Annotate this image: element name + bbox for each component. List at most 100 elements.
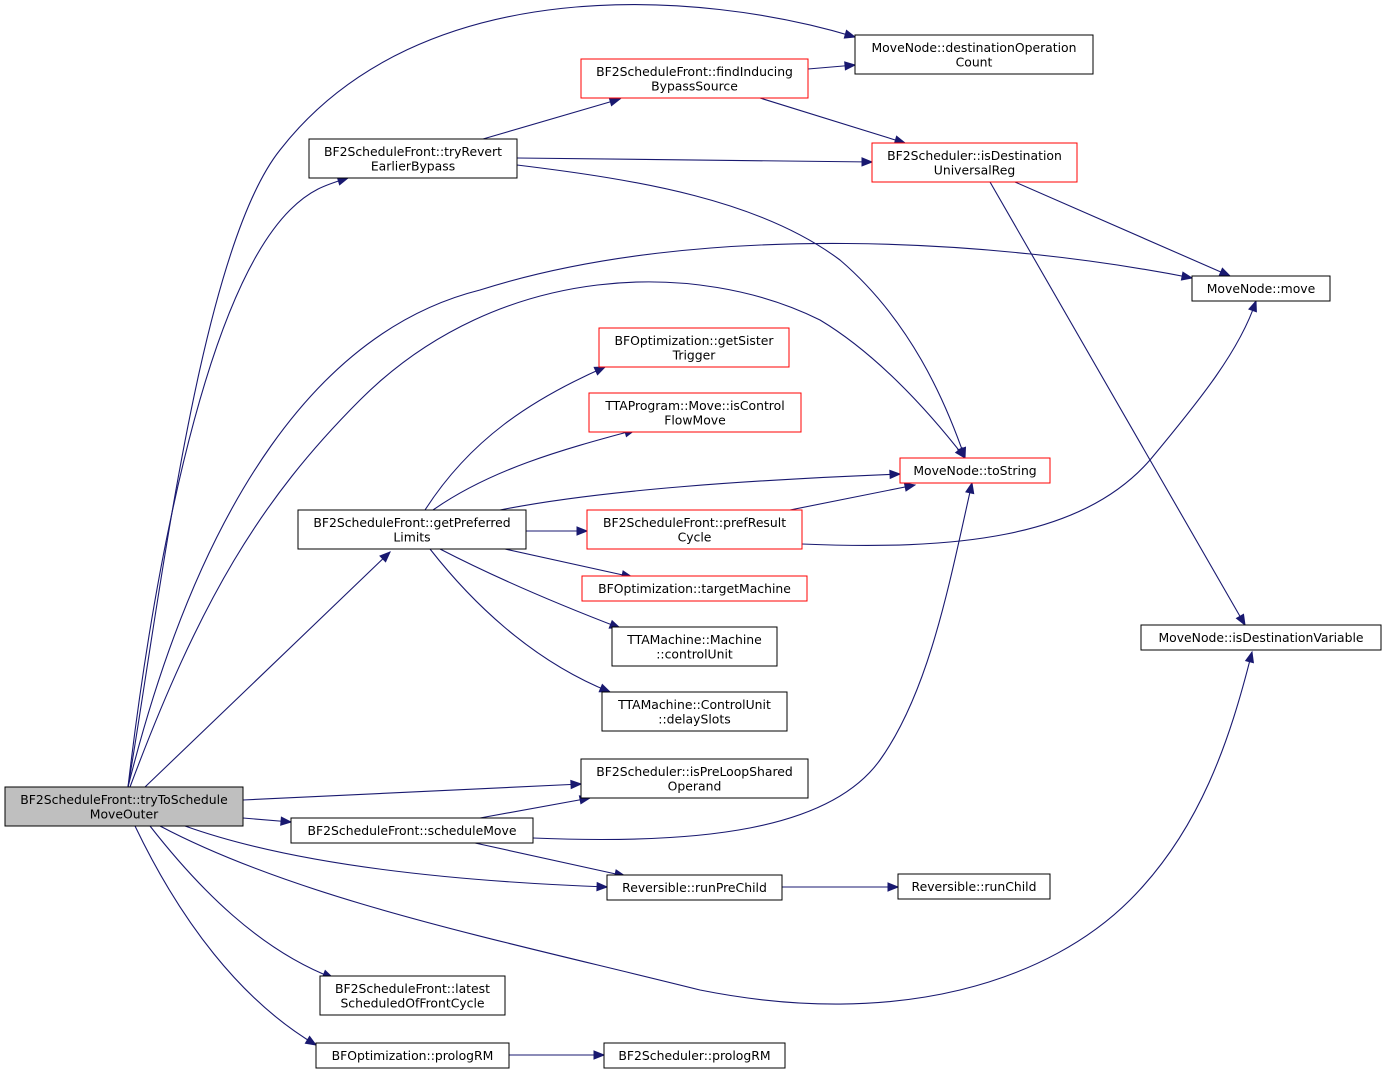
edge-line [504, 548, 633, 578]
edge-line [144, 551, 391, 788]
node-box [297, 509, 527, 550]
node-delaySlots[interactable]: TTAMachine::ControlUnit::delaySlots [601, 691, 788, 732]
node-label-line: MoveNode::toString [913, 463, 1036, 478]
edge-line [759, 97, 906, 144]
node-label-line: BF2ScheduleFront::tryRevert [324, 144, 502, 159]
node-label-line: BF2ScheduleFront::latest [335, 981, 490, 996]
arrowhead-icon [887, 882, 900, 892]
edge-tryToScheduleMoveOuter-to-tryRevertEarlierBypass [127, 176, 350, 788]
arrowhead-icon [1248, 299, 1257, 313]
node-scheduleMove[interactable]: BF2ScheduleFront::scheduleMove [290, 817, 534, 844]
node-targetMachine[interactable]: BFOptimization::targetMachine [581, 575, 808, 602]
node-label-line: Limits [393, 529, 430, 544]
node-label-line: Trigger [672, 347, 717, 362]
edge-line [482, 98, 621, 140]
node-box [580, 58, 809, 99]
node-label-line: BF2ScheduleFront::tryToSchedule [20, 792, 227, 807]
edge-line [134, 825, 317, 1046]
node-prologRM_sched[interactable]: BF2Scheduler::prologRM [603, 1042, 786, 1069]
edge-line [432, 429, 636, 511]
node-toString[interactable]: MoveNode::toString [899, 457, 1051, 484]
arrowhead-icon [379, 551, 391, 563]
node-label-line: FlowMove [664, 412, 726, 427]
edge-line [516, 157, 873, 163]
node-label-line: UniversalReg [934, 162, 1015, 177]
node-label-line: BF2ScheduleFront::scheduleMove [308, 823, 517, 838]
node-controlUnit[interactable]: TTAMachine::Machine::controlUnit [611, 626, 778, 667]
arrowhead-icon [1180, 271, 1194, 281]
node-label-line: BF2ScheduleFront::findInducing [596, 64, 793, 79]
node-label-line: Reversible::runChild [912, 879, 1037, 894]
edge-tryToScheduleMoveOuter-to-scheduleMove [242, 816, 293, 826]
edge-line [474, 842, 626, 877]
edge-tryToScheduleMoveOuter-to-isPreLoopSharedOperand [242, 779, 583, 801]
arrowhead-icon [1218, 267, 1232, 277]
node-box [871, 142, 1078, 183]
node-label-line: BF2Scheduler::isPreLoopShared [596, 764, 793, 779]
node-box [290, 817, 534, 844]
node-runChild[interactable]: Reversible::runChild [897, 873, 1051, 900]
arrowhead-icon [889, 469, 902, 480]
node-label-line: MoveNode::isDestinationVariable [1158, 630, 1363, 645]
node-label-line: ::controlUnit [656, 646, 733, 661]
edge-line [129, 281, 966, 788]
node-move[interactable]: MoveNode::move [1191, 275, 1331, 302]
edge-line [127, 242, 1193, 788]
edge-getPreferredLimits-to-isControlFlowMove [432, 428, 637, 511]
edge-line [989, 181, 1246, 626]
node-label-line: Reversible::runPreChild [622, 880, 767, 895]
node-box [1140, 624, 1382, 651]
node-label-line: MoveNode::move [1207, 281, 1316, 296]
arrowhead-icon [1235, 613, 1246, 627]
edge-findInducingBypassSource-to-isDestinationUniversalReg [759, 97, 907, 145]
node-label-line: BF2Scheduler::prologRM [618, 1048, 770, 1063]
edge-line [159, 651, 1253, 1005]
node-latestScheduledOfFrontCycle[interactable]: BF2ScheduleFront::latestScheduledOfFront… [319, 975, 506, 1016]
arrowhead-icon [576, 526, 589, 536]
node-label-line: MoveNode::destinationOperation [871, 40, 1076, 55]
edge-line [516, 164, 966, 459]
edge-scheduleMove-to-toString [532, 481, 975, 841]
arrowhead-icon [957, 446, 967, 460]
node-box [315, 1042, 510, 1069]
node-box [580, 758, 809, 799]
edge-tryToScheduleMoveOuter-to-getPreferredLimits [144, 551, 391, 788]
edge-tryToScheduleMoveOuter-to-move [127, 242, 1194, 788]
node-box [581, 575, 808, 602]
node-label-line: BFOptimization::prologRM [332, 1048, 494, 1063]
edge-line [127, 177, 349, 788]
node-isDestinationVariable[interactable]: MoveNode::isDestinationVariable [1140, 624, 1382, 651]
node-box [854, 34, 1094, 75]
node-box [308, 138, 518, 179]
edge-tryToScheduleMoveOuter-to-destinationOperationCount [127, 4, 857, 788]
node-label-line: Cycle [678, 529, 712, 544]
node-box [4, 786, 244, 827]
node-runPreChild[interactable]: Reversible::runPreChild [606, 874, 783, 901]
edge-getPreferredLimits-to-getSisterTrigger [424, 366, 607, 511]
node-label-line: EarlierBypass [371, 158, 455, 173]
node-box [603, 1042, 786, 1069]
edge-line [801, 300, 1257, 546]
node-box [1191, 275, 1331, 302]
node-prologRM_opt[interactable]: BFOptimization::prologRM [315, 1042, 510, 1069]
edge-line [1014, 181, 1231, 277]
node-findInducingBypassSource[interactable]: BF2ScheduleFront::findInducingBypassSour… [580, 58, 809, 99]
node-box [586, 509, 803, 550]
edge-isDestinationUniversalReg-to-isDestinationVariable [989, 181, 1246, 627]
arrowhead-icon [593, 1050, 606, 1060]
node-box [601, 691, 788, 732]
edge-prologRM_opt-to-prologRM_sched [509, 1050, 606, 1060]
arrowhead-icon [570, 779, 583, 790]
node-label-line: TTAMachine::ControlUnit [617, 697, 771, 712]
node-label-line: MoveOuter [90, 806, 159, 821]
